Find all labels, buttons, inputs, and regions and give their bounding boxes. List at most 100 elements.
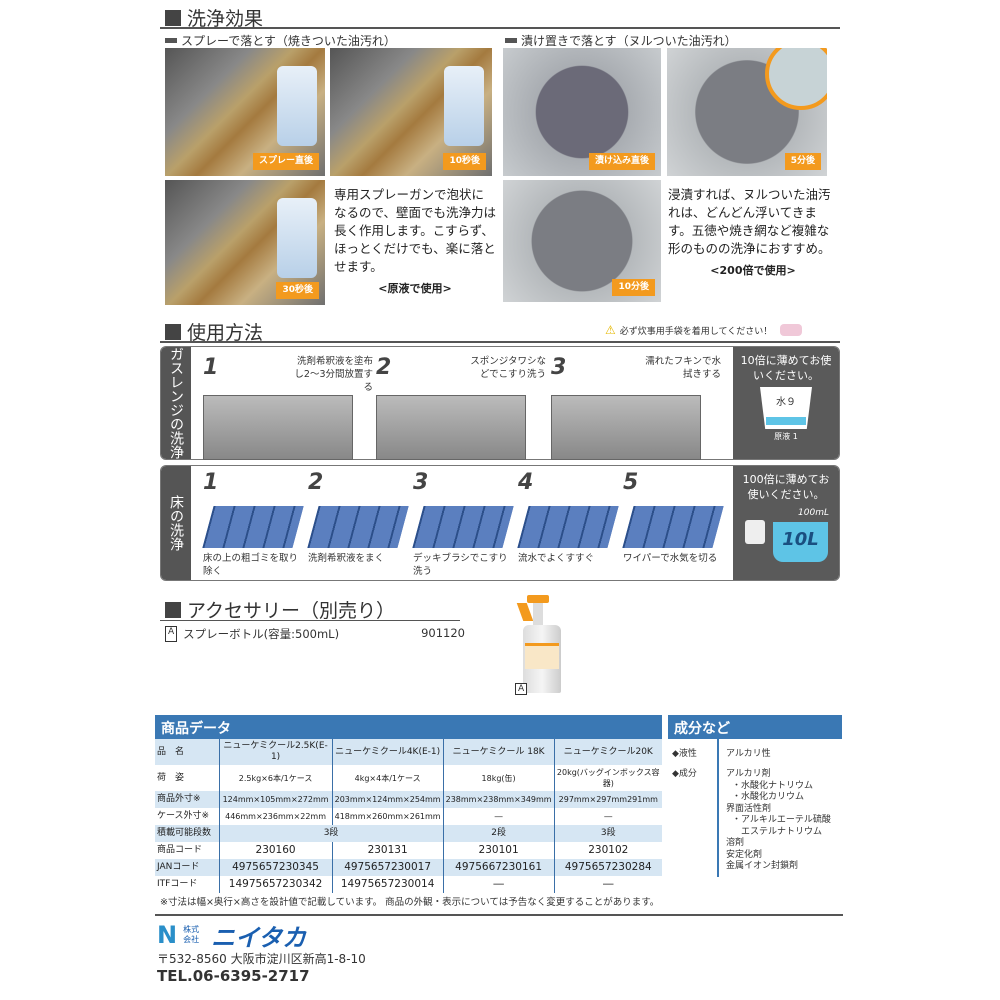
warning-icon: ⚠: [605, 323, 616, 337]
soak-photo-1: 漬け込み直後: [503, 48, 661, 176]
accessory-item: A スプレーボトル(容量:500mL) 901120: [165, 626, 465, 642]
floor-dilution-tip: 100倍に薄めてお使いください。 100mL 10L: [733, 466, 839, 580]
company-logo: Ν 株式会社 ニイタカ: [157, 921, 307, 952]
effect-title-text: 洗浄効果: [187, 8, 264, 30]
soak-photo-2: 5分後: [667, 48, 827, 176]
liquid-value: アルカリ性: [726, 749, 771, 759]
component-item: 金属イオン封鎖剤: [726, 861, 799, 871]
table-cell: ITFコード: [155, 876, 220, 893]
component-item: 安定化剤: [726, 849, 763, 860]
ingredients-panel: 成分など ◆液性 アルカリ性 ◆成分 アルカリ剤・水酸化ナトリウム・水酸化カリウ…: [668, 715, 842, 877]
soak-text-block: 浸漬すれば、ヌルついた油汚れは、どんどん浮いてきます。五徳や焼き網など複雑な形の…: [668, 186, 838, 278]
bottom-area: 商品データ 品 名ニューケミクール2.5K(E-1)ニューケミクール4K(E-1…: [155, 715, 843, 985]
glove-icon: [780, 324, 803, 336]
soak-note: <200倍で使用>: [710, 264, 796, 277]
divider: [155, 914, 843, 916]
table-cell: 4975667230161: [443, 859, 555, 876]
table-cell: 荷 姿: [155, 765, 220, 791]
table-cell: 203mm×124mm×254mm: [332, 791, 444, 808]
logo-mark-icon: Ν: [157, 921, 178, 949]
component-item: エステルナトリウム: [732, 826, 823, 837]
table-cell: 230160: [219, 842, 333, 859]
product-data-table: 商品データ 品 名ニューケミクール2.5K(E-1)ニューケミクール4K(E-1…: [155, 715, 662, 893]
divider: [160, 341, 840, 343]
component-item: ・水酸化カリウム: [732, 792, 805, 802]
table-cell: 商品コード: [155, 842, 220, 859]
footnote: ※寸法は幅×奥行×高さを設計値で記載しています。 商品の外観・表示については予告…: [160, 897, 660, 908]
spray-photo-1: スプレー直後: [165, 48, 325, 176]
glove-warning: ⚠必ず炊事用手袋を着用してください！: [605, 323, 803, 337]
table-cell: 18kg(缶): [443, 765, 555, 791]
table-cell: JANコード: [155, 859, 220, 876]
spray-subtitle: スプレーで落とす（焼きついた油汚れ）: [165, 32, 396, 49]
spray-description: 専用スプレーガンで泡状になるので、壁面でも洗浄力は長く作用します。こすらず、ほっ…: [334, 187, 497, 274]
component-item: アルカリ剤: [726, 769, 771, 779]
table-cell: 4975657230284: [564, 861, 652, 873]
table-cell: ニューケミクール4K(E-1): [332, 739, 444, 765]
divider: [160, 27, 840, 29]
spray-note: <原液で使用>: [378, 282, 452, 295]
table-cell: 14975657230342: [219, 876, 333, 893]
table-cell: 124mm×105mm×272mm: [219, 791, 333, 808]
gas-range-label: ガスレンジの洗浄: [161, 347, 191, 459]
table-cell: 4975657230345: [219, 859, 333, 876]
spray-photo-3: 30秒後: [165, 180, 325, 305]
effect-title: 洗浄効果: [165, 4, 263, 31]
table-cell: 商品外寸※: [155, 791, 220, 808]
spray-text-block: 専用スプレーガンで泡状になるので、壁面でも洗浄力は長く作用します。こすらず、ほっ…: [334, 186, 496, 296]
table-cell: 418mm×260mm×261mm: [332, 808, 444, 825]
table-cell: 品 名: [155, 739, 220, 765]
table-cell: ―: [443, 876, 555, 893]
soak-subtitle: 漬け置きで落とす（ヌルついた油汚れ）: [505, 32, 737, 49]
component-item: 溶剤: [726, 838, 745, 848]
table-cell: 3段: [600, 828, 616, 838]
table-cell: 3段: [219, 825, 444, 842]
table-cell: 20kg(バッグインボックス容器): [556, 768, 660, 788]
table-cell: ニューケミクール2.5K(E-1): [219, 739, 333, 765]
component-label: ◆成分: [672, 769, 697, 779]
soak-photo-3: 10分後: [503, 180, 661, 302]
table-row: 品 名ニューケミクール2.5K(E-1)ニューケミクール4K(E-1)ニューケミ…: [155, 739, 662, 765]
table-cell: ―: [603, 878, 614, 890]
table-cell: 230101: [443, 842, 555, 859]
gas-dilution-tip: 10倍に薄めてお使いください。 水９ 原液 1: [733, 347, 839, 459]
component-item: ・水酸化ナトリウム: [732, 780, 814, 791]
ingredients-title: 成分など: [668, 715, 842, 739]
table-cell: 積載可能段数: [155, 825, 220, 842]
liquid-label: ◆液性: [672, 749, 697, 759]
table-cell: 2段: [443, 825, 555, 842]
table-cell: ニューケミクール 18K: [443, 739, 555, 765]
accessory-title: アクセサリー（別売り）: [165, 596, 395, 623]
table-cell: 446mm×236mm×22mm: [219, 808, 333, 825]
table-cell: 230102: [588, 844, 629, 856]
usage-title: 使用方法: [165, 318, 263, 345]
address: 〒532-8560 大阪市淀川区新高1-8-10: [157, 952, 366, 966]
component-item: ・アルキルエーテル硫酸: [732, 815, 831, 825]
table-cell: 4kg×4本/1ケース: [332, 765, 444, 791]
table-cell: ―: [604, 812, 613, 821]
table-cell: 230131: [332, 842, 444, 859]
floor-label: 床の洗浄: [161, 466, 191, 580]
soak-description: 浸漬すれば、ヌルついた油汚れは、どんどん浮いてきます。五徳や焼き網など複雑な形の…: [668, 187, 831, 256]
divider: [160, 620, 460, 621]
table-cell: ケース外寸※: [155, 808, 220, 825]
table-cell: 238mm×238mm×349mm: [443, 791, 555, 808]
spray-photo-2: 10秒後: [330, 48, 492, 176]
